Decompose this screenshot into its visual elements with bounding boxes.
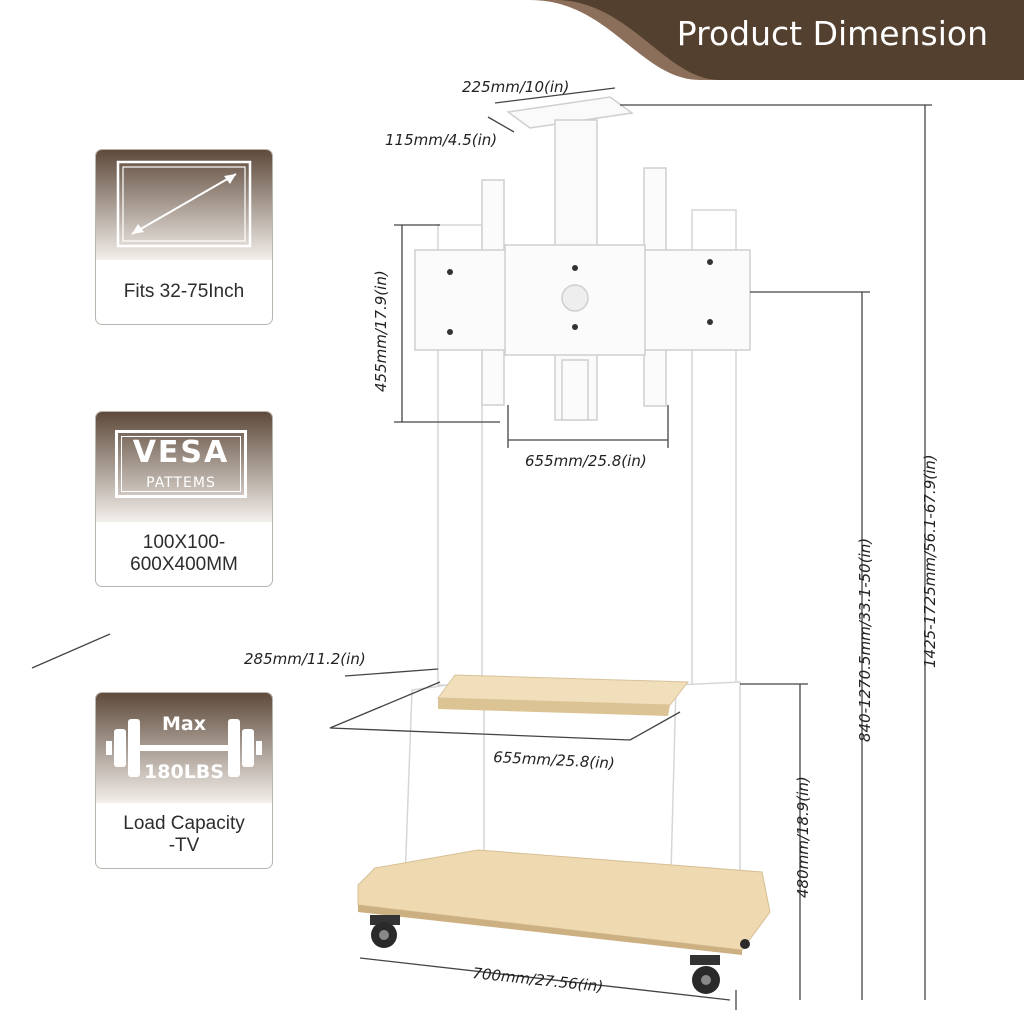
screen-size-label: Fits 32-75Inch bbox=[123, 281, 245, 302]
caster-wheels bbox=[370, 915, 750, 994]
vesa-label-line1: 100X100- bbox=[142, 532, 226, 553]
load-label-line1: Load Capacity bbox=[123, 813, 245, 834]
dim-top-tray-depth: 115mm/4.5(in) bbox=[385, 131, 497, 149]
vesa-bracket bbox=[414, 167, 751, 421]
dim-mount-height: 840-1270.5mm/33.1-50(in) bbox=[856, 538, 874, 742]
vesa-label: 100X100- 600X400MM bbox=[96, 522, 272, 586]
dim-shelf-depth: 285mm/11.2(in) bbox=[244, 650, 366, 668]
dim-top-tray-width: 225mm/10(in) bbox=[462, 78, 569, 96]
base-shelf bbox=[357, 849, 771, 955]
dimension-lines bbox=[31, 87, 932, 1010]
feature-card-screen-size: Fits 32-75Inch bbox=[95, 149, 273, 325]
load-weight-text: 180LBS bbox=[144, 761, 224, 783]
dim-total-height: 1425-1725mm/56.1-67.9(in) bbox=[921, 454, 939, 668]
dim-bracket-height: 455mm/17.9(in) bbox=[372, 270, 390, 392]
vesa-badge-title: VESA bbox=[132, 435, 230, 470]
dumbbell-icon bbox=[106, 719, 262, 777]
card-icon-area: Max 180LBS bbox=[96, 693, 272, 803]
page-title: Product Dimension bbox=[676, 14, 988, 53]
card-icon-area: VESA PATTEMS bbox=[96, 412, 272, 522]
banner-shape bbox=[555, 0, 1024, 80]
middle-shelf bbox=[437, 674, 690, 716]
vesa-label-line2: 600X400MM bbox=[130, 554, 238, 575]
load-label-line2: -TV bbox=[168, 835, 200, 856]
vesa-badge-icon: VESA PATTEMS bbox=[115, 430, 247, 498]
feature-card-vesa: VESA PATTEMS 100X100- 600X400MM bbox=[95, 411, 273, 587]
dim-bracket-width: 655mm/25.8(in) bbox=[525, 452, 647, 470]
dim-base-height: 480mm/18.9(in) bbox=[794, 776, 812, 898]
load-label: Load Capacity -TV bbox=[96, 803, 272, 867]
load-max-text: Max bbox=[162, 713, 206, 735]
vesa-badge-subtitle: PATTEMS bbox=[146, 475, 216, 491]
feature-card-load: Max 180LBS Load Capacity -TV bbox=[95, 692, 273, 869]
card-icon-area bbox=[96, 150, 272, 260]
bracket-screws bbox=[447, 259, 713, 335]
screen-diagonal-icon bbox=[116, 160, 252, 248]
dim-shelf-width: 655mm/25.8(in) bbox=[493, 748, 615, 772]
dim-base-width: 700mm/27.56(in) bbox=[472, 964, 604, 996]
